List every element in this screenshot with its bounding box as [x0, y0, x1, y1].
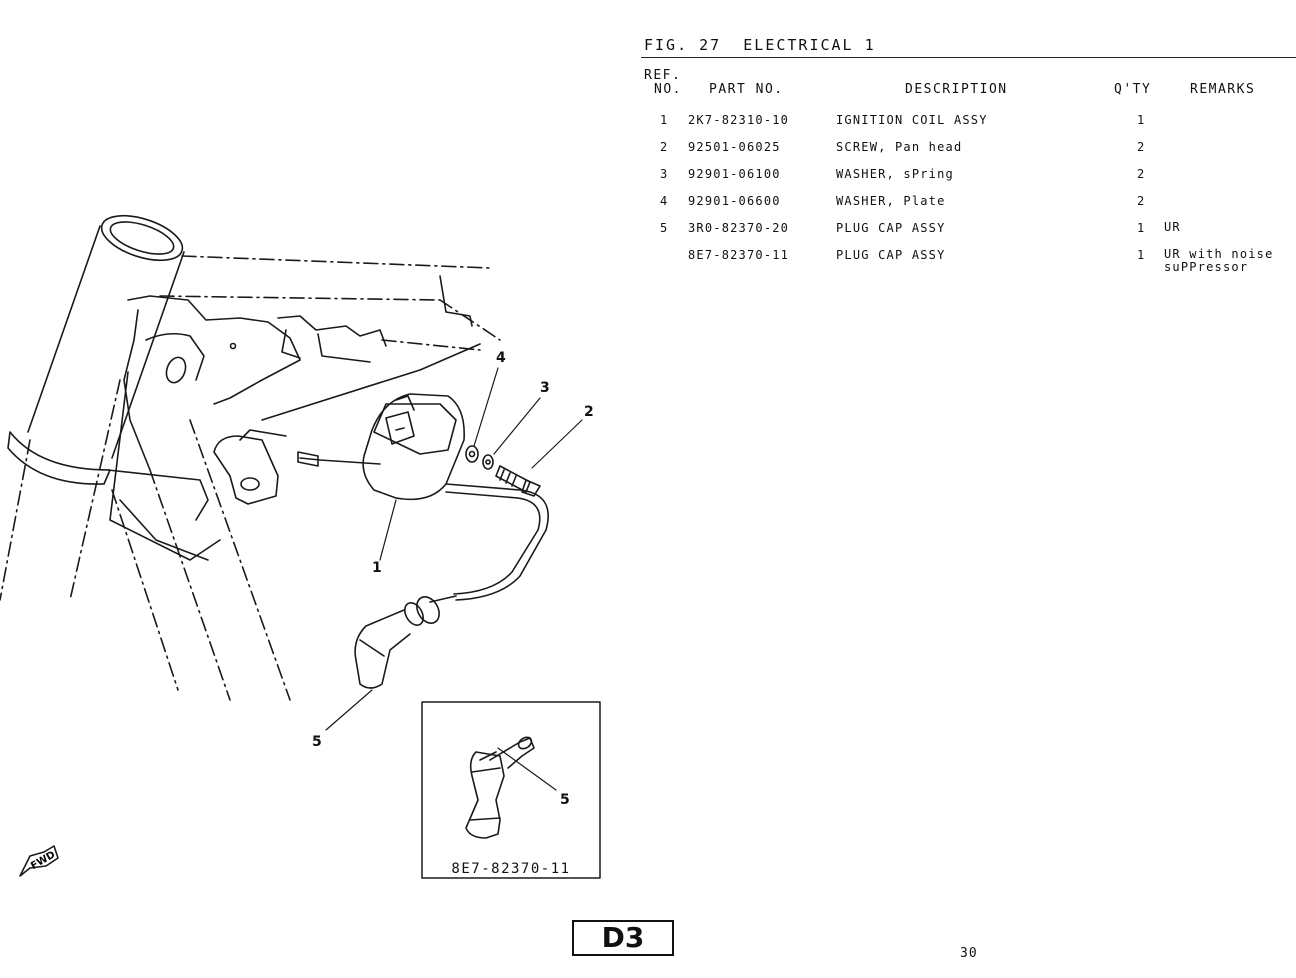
row-description: WASHER, sPring	[836, 167, 954, 181]
row-qty: 2	[1137, 140, 1146, 154]
table-row: 4 92901-06600 WASHER, Plate 2	[640, 194, 1296, 220]
row-remarks: UR	[1164, 220, 1181, 234]
row-description: IGNITION COIL ASSY	[836, 113, 988, 127]
row-qty: 2	[1137, 167, 1146, 181]
frame-gusset	[123, 295, 301, 471]
header-part-no: PART NO.	[709, 82, 784, 97]
row-ref: 1	[660, 113, 669, 127]
header-description: DESCRIPTION	[905, 82, 1008, 97]
row-ref: 5	[660, 221, 669, 235]
callout-2: 2	[584, 404, 594, 420]
row-part-no: 92901-06100	[688, 167, 781, 181]
inset-part-label: 8E7-82370-11	[451, 861, 571, 877]
callout-5: 5	[312, 734, 322, 750]
callout-1: 1	[372, 560, 382, 576]
row-part-no: 3R0-82370-20	[688, 221, 790, 235]
header-no: NO.	[654, 82, 682, 97]
ht-lead	[404, 489, 549, 626]
mounting-bracket	[213, 315, 387, 505]
leader-lines	[325, 367, 583, 791]
figure-title: FIG. 27 ELECTRICAL 1	[644, 36, 876, 54]
header-qty: Q'TY	[1114, 82, 1152, 97]
fwd-arrow-icon	[19, 845, 59, 877]
row-part-no: 92501-06025	[688, 140, 781, 154]
row-description: WASHER, Plate	[836, 194, 946, 208]
callout-3: 3	[540, 380, 550, 396]
table-row: 1 2K7-82310-10 IGNITION COIL ASSY 1	[640, 113, 1296, 139]
title-rule	[641, 57, 1296, 58]
table-row: 8E7-82370-11 PLUG CAP ASSY 1 UR with noi…	[640, 248, 1296, 280]
head-tube	[7, 214, 185, 485]
frame-down-tubes	[0, 379, 291, 701]
header-remarks: REMARKS	[1190, 82, 1256, 97]
row-qty: 1	[1137, 221, 1146, 235]
row-qty: 1	[1137, 113, 1146, 127]
row-description: PLUG CAP ASSY	[836, 221, 946, 235]
inset-callout-5: 5	[560, 792, 570, 808]
row-part-no: 92901-06600	[688, 194, 781, 208]
table-row: 5 3R0-82370-20 PLUG CAP ASSY 1 UR	[640, 221, 1296, 247]
row-qty: 1	[1137, 248, 1146, 262]
plug-cap	[354, 609, 411, 689]
row-part-no: 2K7-82310-10	[688, 113, 790, 127]
row-description: SCREW, Pan head	[836, 140, 963, 154]
inset-frame	[421, 701, 601, 879]
row-remarks: UR with noise suPPressor	[1164, 247, 1274, 274]
table-row: 2 92501-06025 SCREW, Pan head 2	[640, 140, 1296, 166]
section-code-box: D3	[572, 920, 674, 956]
header-ref: REF.	[644, 68, 682, 83]
row-part-no: 8E7-82370-11	[688, 248, 790, 262]
row-ref: 2	[660, 140, 669, 154]
callout-4: 4	[496, 350, 506, 366]
row-ref: 3	[660, 167, 669, 181]
washers-and-screw	[465, 445, 541, 497]
inset-plug-cap	[465, 736, 535, 839]
row-qty: 2	[1137, 194, 1146, 208]
ignition-coil	[297, 393, 521, 501]
page-number: 30	[960, 946, 978, 961]
table-row: 3 92901-06100 WASHER, sPring 2	[640, 167, 1296, 193]
row-description: PLUG CAP ASSY	[836, 248, 946, 262]
row-ref: 4	[660, 194, 669, 208]
